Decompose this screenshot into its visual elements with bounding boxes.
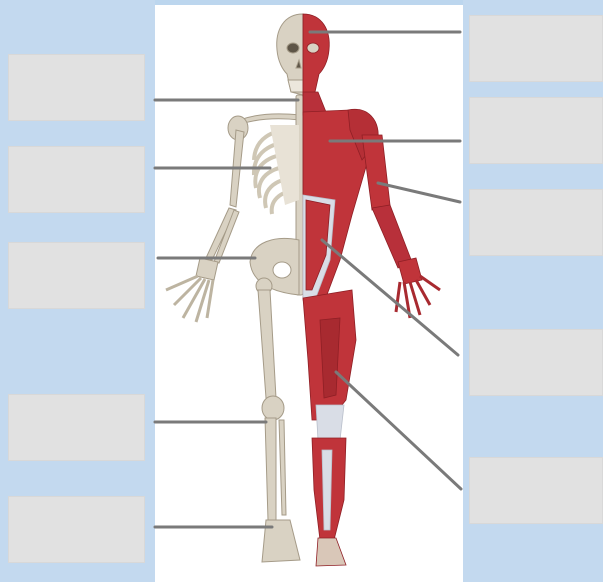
leader-line-right-5: [336, 372, 461, 489]
skeleton-half: [166, 14, 303, 562]
muscle-half: [303, 14, 440, 566]
leader-line-right-3: [378, 183, 460, 202]
